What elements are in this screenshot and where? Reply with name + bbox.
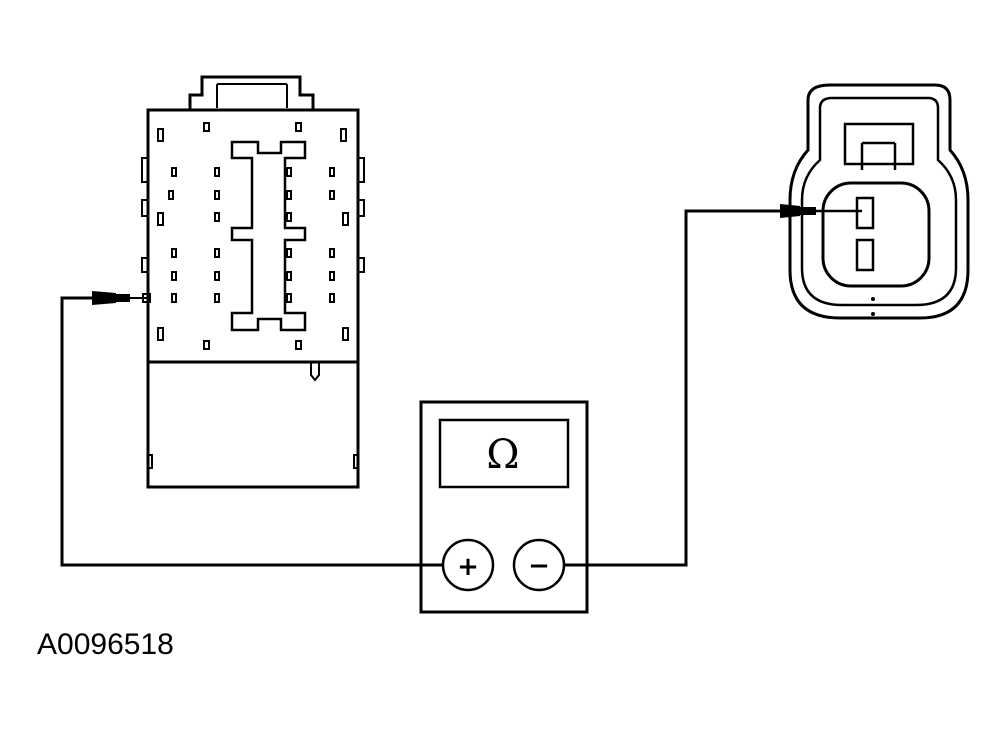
negative-probe bbox=[780, 204, 862, 218]
figure-id-label: A0096518 bbox=[37, 628, 174, 661]
positive-test-lead bbox=[60, 296, 443, 567]
ohmmeter-display bbox=[438, 418, 570, 489]
ohmmeter bbox=[419, 400, 589, 614]
connector-latch bbox=[188, 75, 315, 110]
negative-terminal-label: − bbox=[528, 551, 550, 581]
sensor-pin-1 bbox=[855, 196, 875, 230]
connector-key-slot bbox=[230, 140, 307, 332]
positive-probe bbox=[92, 291, 151, 305]
sensor-connector-outer-shell bbox=[788, 83, 970, 320]
ohmmeter-body bbox=[419, 400, 589, 614]
test-leads bbox=[60, 209, 780, 567]
negative-test-lead bbox=[564, 209, 780, 567]
ohm-symbol: Ω bbox=[486, 432, 519, 478]
sensor-connector bbox=[788, 83, 970, 320]
sensor-pin-2 bbox=[855, 238, 875, 272]
sensor-connector-face bbox=[821, 181, 931, 288]
module-connector bbox=[141, 75, 365, 489]
terminal-cavities bbox=[157, 122, 349, 350]
positive-terminal-label: + bbox=[457, 552, 479, 582]
